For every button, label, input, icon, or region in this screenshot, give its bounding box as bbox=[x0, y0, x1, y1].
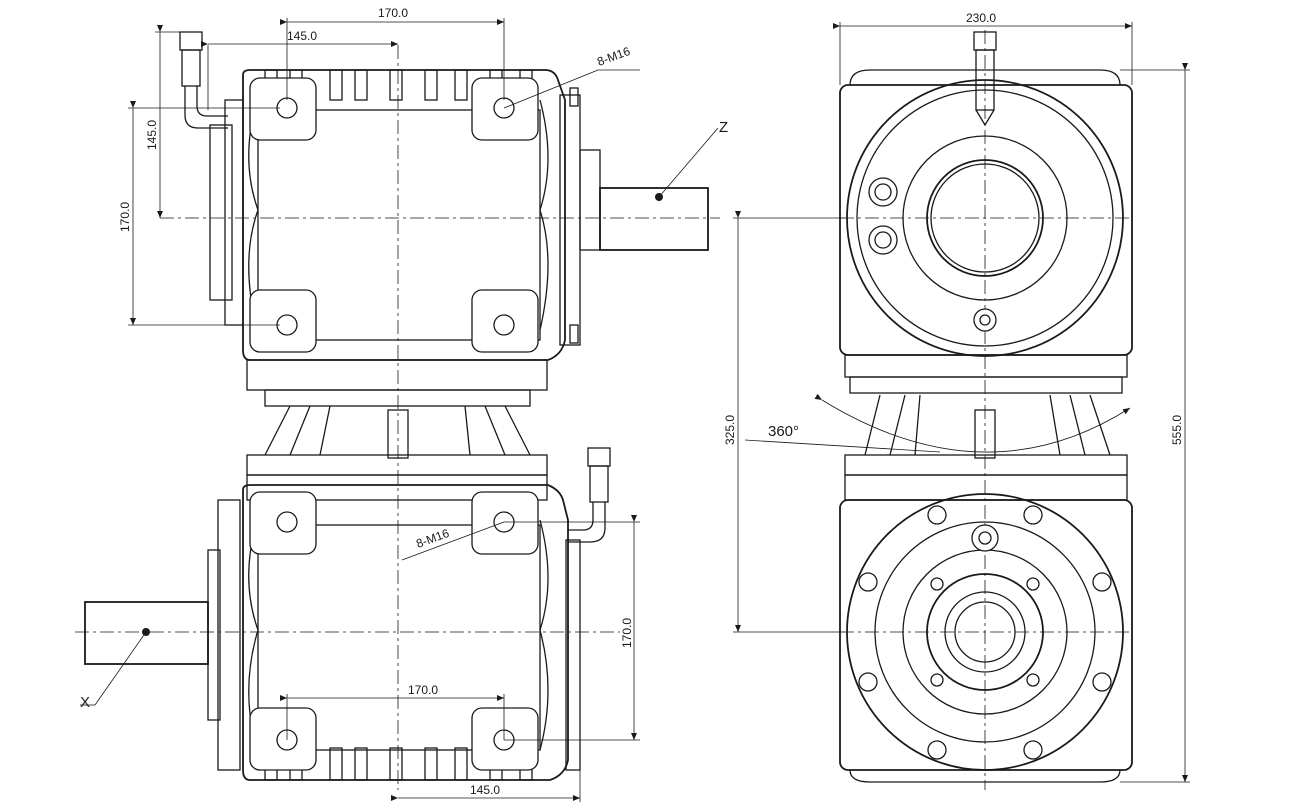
lower-gearbox-view bbox=[84, 447, 611, 781]
shaft-label-z: Z bbox=[719, 119, 728, 136]
bolt-callout-bottom: 8-M16 bbox=[414, 526, 451, 551]
end-view-coupling: 360° bbox=[744, 393, 1131, 501]
dimensions-right: 230.0 325.0 555.0 bbox=[723, 11, 1190, 783]
coupling-bracket bbox=[246, 405, 548, 476]
bolt-hole bbox=[493, 314, 515, 336]
bolt-callout-top: 8-M16 bbox=[595, 44, 632, 69]
end-view-upper bbox=[839, 31, 1133, 394]
dim-top-vert-170: 170.0 bbox=[118, 202, 132, 232]
center-lines bbox=[75, 30, 1130, 790]
plug-icon bbox=[868, 177, 898, 207]
dim-top-170: 170.0 bbox=[378, 6, 408, 20]
dim-bottom-vert-170: 170.0 bbox=[620, 618, 634, 648]
flange-bolt-holes bbox=[858, 505, 1112, 760]
breather-fitting bbox=[587, 447, 611, 467]
upper-gearbox-view bbox=[179, 31, 709, 407]
dimensions-left: 170.0 145.0 145.0 170.0 170.0 170.0 145.… bbox=[118, 6, 640, 802]
callouts-left: 8-M16 8-M16 Z X bbox=[80, 44, 728, 711]
dim-top-vert-145: 145.0 bbox=[145, 120, 159, 150]
dim-bottom-145: 145.0 bbox=[470, 783, 500, 797]
end-view-lower bbox=[839, 493, 1133, 783]
dim-right-230: 230.0 bbox=[966, 11, 996, 25]
bolt-hole bbox=[276, 511, 298, 533]
dim-right-325: 325.0 bbox=[723, 415, 737, 445]
input-shaft-x bbox=[84, 601, 209, 665]
dim-top-145: 145.0 bbox=[287, 29, 317, 43]
shaft-label-x: X bbox=[80, 694, 90, 711]
dim-bottom-170: 170.0 bbox=[408, 683, 438, 697]
dim-right-555: 555.0 bbox=[1170, 415, 1184, 445]
breather-fitting bbox=[179, 31, 203, 51]
output-shaft-z bbox=[599, 187, 709, 251]
plug-icon bbox=[868, 225, 898, 255]
rotation-label: 360° bbox=[768, 423, 799, 440]
